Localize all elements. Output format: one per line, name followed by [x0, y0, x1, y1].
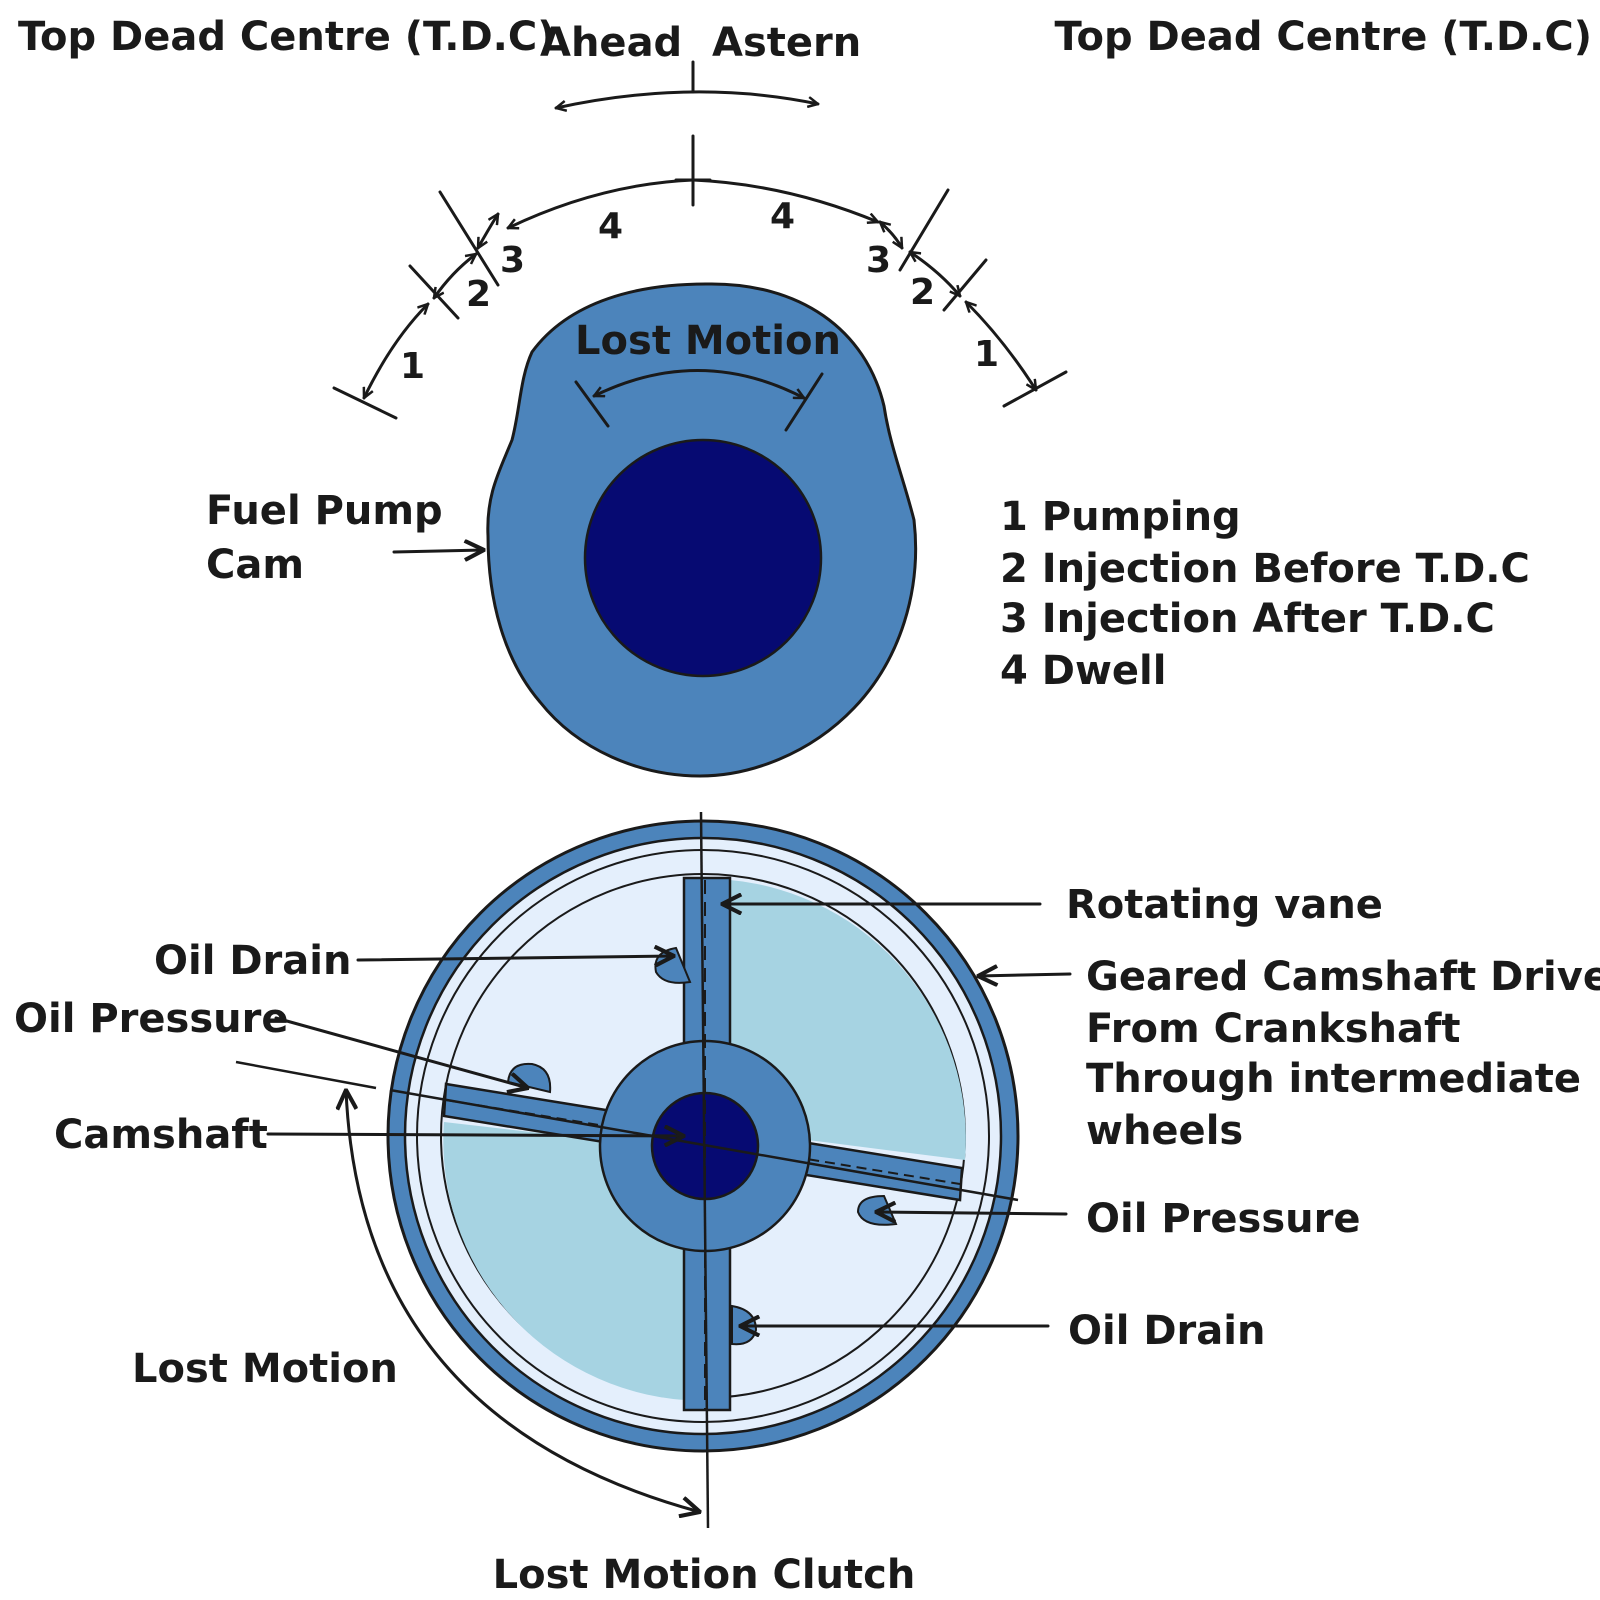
- arc-left-seg-1: [362, 304, 428, 398]
- legend-item-3: 3 Injection After T.D.C: [1000, 596, 1495, 642]
- lost-motion-sweep-arrow: [346, 1090, 700, 1512]
- arc-right-divider-2: [942, 258, 988, 312]
- lost-motion-reference-line: [235, 1060, 377, 1090]
- timing-arc-group: 4 3 2 1 4 3 2 1: [332, 134, 1068, 420]
- oil-drain-left-leader: [356, 956, 674, 960]
- fuel-pump-cam: Lost Motion: [486, 282, 918, 778]
- cam-shaft-core: [583, 438, 823, 678]
- sector-left-3: 3: [500, 240, 525, 281]
- cam-lost-motion-label: Lost Motion: [575, 318, 841, 364]
- lost-motion-clutch: [235, 811, 1020, 1529]
- tdc-right-label: Top Dead Centre (T.D.C): [1055, 14, 1592, 60]
- sector-right-4: 4: [770, 196, 795, 237]
- lost-motion-clutch-title: Lost Motion Clutch: [493, 1552, 916, 1598]
- rotating-vane-label: Rotating vane: [1066, 882, 1383, 928]
- arc-right-divider-1: [898, 188, 950, 272]
- geared-drive-label-3: Through intermediate: [1086, 1056, 1581, 1102]
- sector-right-3: 3: [866, 240, 891, 281]
- arc-left-seg-3: [476, 214, 500, 248]
- oil-pressure-left-label: Oil Pressure: [14, 996, 288, 1042]
- arc-left-divider-3: [332, 386, 398, 420]
- sector-left-4: 4: [598, 206, 623, 247]
- geared-drive-label-2: From Crankshaft: [1086, 1006, 1461, 1052]
- camshaft-leader: [266, 1134, 686, 1136]
- sector-left-2: 2: [466, 274, 491, 315]
- geared-drive-label-4: wheels: [1086, 1108, 1243, 1154]
- cam-lost-motion-tick-right: [784, 372, 824, 432]
- lost-motion-label: Lost Motion: [132, 1346, 398, 1392]
- ahead-label: Ahead: [540, 20, 682, 66]
- geared-drive-label-1: Geared Camshaft Drive: [1086, 954, 1600, 1000]
- camshaft-label: Camshaft: [54, 1112, 268, 1158]
- cam-lost-motion-arrow: [594, 369, 804, 400]
- arc-left-divider-2: [408, 264, 460, 320]
- arc-right-seg-1: [966, 302, 1036, 390]
- tdc-left-label: Top Dead Centre (T.D.C): [18, 14, 555, 60]
- legend-item-4: 4 Dwell: [1000, 648, 1166, 694]
- oil-pressure-left-leader: [274, 1016, 528, 1088]
- oil-pressure-right-label: Oil Pressure: [1086, 1196, 1360, 1242]
- astern-label: Astern: [712, 20, 861, 66]
- fuel-pump-cam-label-1: Fuel Pump: [206, 488, 443, 534]
- oil-pressure-right-leader: [874, 1212, 1068, 1214]
- sector-left-1: 1: [400, 346, 425, 387]
- geared-drive-leader: [978, 974, 1072, 976]
- arc-right-seg-2: [910, 252, 960, 296]
- dwell-arc-left: [508, 178, 695, 230]
- oil-drain-left-label: Oil Drain: [154, 938, 351, 984]
- arc-left-seg-2: [434, 254, 476, 298]
- fuel-pump-cam-label-2: Cam: [206, 542, 304, 588]
- oil-drain-right-label: Oil Drain: [1068, 1308, 1265, 1354]
- ahead-astern-arrow: [556, 90, 818, 108]
- sector-right-2: 2: [910, 272, 935, 313]
- dwell-arc-right: [691, 178, 878, 222]
- legend-item-1: 1 Pumping: [1000, 494, 1241, 540]
- sector-right-1: 1: [974, 334, 999, 375]
- cam-lost-motion-tick-left: [574, 380, 610, 428]
- arc-right-seg-3: [880, 222, 904, 248]
- phase-legend: 1 Pumping 2 Injection Before T.D.C 3 Inj…: [1000, 494, 1530, 694]
- arc-left-divider-1: [438, 190, 500, 287]
- legend-item-2: 2 Injection Before T.D.C: [1000, 546, 1530, 592]
- fuel-pump-cam-arrow: [392, 550, 484, 552]
